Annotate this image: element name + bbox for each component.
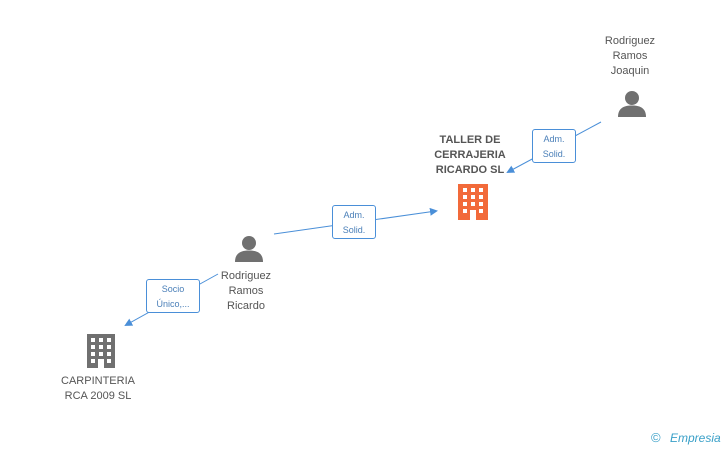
name-line: TALLER DE [439,134,501,146]
edge-label-ricardo-main-role: Adm. Solid. [332,205,376,239]
name-line: Rodriguez [220,270,272,282]
edge-label-line: Socio [161,284,185,294]
name-line: Ricardo [227,300,265,312]
person-icon[interactable] [617,89,647,119]
edge-label-line: Adm. [343,210,365,220]
name-line: Ramos [612,50,648,62]
person-icon[interactable] [234,234,264,264]
name-line: RCA 2009 SL [64,390,132,402]
company-main-label[interactable]: TALLER DE CERRAJERIA RICARDO SL [418,133,522,178]
edge-label-line: Solid. [342,225,366,235]
copyright-icon: © [651,430,661,445]
edge-label-line: Adm. [543,134,565,144]
person-joaquin-label[interactable]: Rodriguez Ramos Joaquin [580,34,680,79]
edge-label-line: Único,... [156,299,190,309]
name-line: RICARDO SL [435,164,505,176]
name-line: CERRAJERIA [434,149,506,161]
name-line: Rodriguez [604,35,656,47]
edge-label-line: Solid. [542,149,566,159]
brand-logo: Empresia [670,431,721,445]
edge-label-joaquin-role: Adm. Solid. [532,129,576,163]
name-line: Joaquin [610,65,650,77]
name-line: Ramos [228,285,264,297]
building-icon[interactable] [456,184,490,220]
edge-label-ricardo-carpinteria-role: Socio Único,... [146,279,200,313]
company-carpinteria-label[interactable]: CARPINTERIA RCA 2009 SL [48,374,148,404]
building-icon[interactable] [85,334,117,368]
name-line: CARPINTERIA [61,375,135,387]
person-ricardo-label[interactable]: Rodriguez Ramos Ricardo [196,269,296,314]
